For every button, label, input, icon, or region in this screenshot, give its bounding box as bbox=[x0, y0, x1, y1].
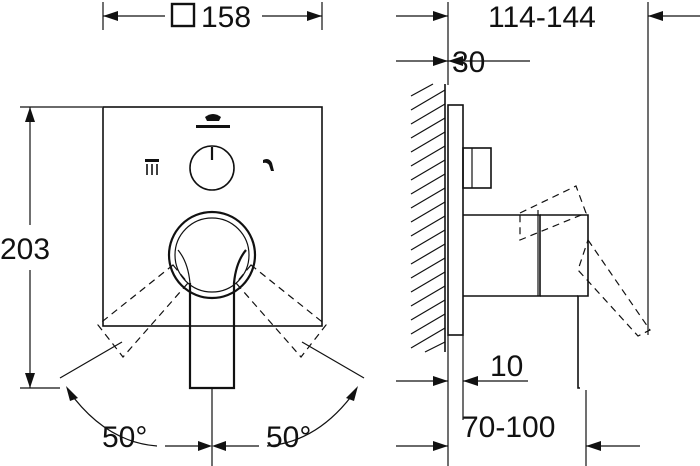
front-view: 158 203 bbox=[0, 1, 365, 466]
lever-body-profile bbox=[463, 214, 541, 297]
diverter-profile bbox=[462, 147, 492, 189]
cover-plate bbox=[102, 106, 323, 327]
install-range-dimension: 70-100 bbox=[396, 335, 640, 466]
wall-offset-label: 30 bbox=[452, 46, 485, 79]
angle-left-label: 50° bbox=[102, 421, 147, 454]
grohe-logo-icon bbox=[196, 114, 230, 128]
depth-dimension: 114-144 bbox=[396, 1, 700, 335]
wall-offset-dimension: 30 bbox=[396, 46, 530, 79]
plate-profile bbox=[447, 104, 464, 336]
plate-width-dimension: 158 bbox=[102, 1, 323, 34]
plate-width-label: 158 bbox=[201, 1, 251, 34]
lever-rotated-left bbox=[97, 264, 189, 358]
depth-range-label: 114-144 bbox=[488, 1, 596, 34]
thickness-label: 10 bbox=[490, 350, 523, 383]
thickness-dimension: 10 bbox=[396, 335, 528, 420]
diverter-knob bbox=[189, 145, 235, 191]
spout-icon bbox=[263, 159, 274, 171]
angle-dimensions: 50° 50° bbox=[59, 341, 365, 466]
side-view: 114-144 30 bbox=[396, 1, 700, 466]
lever-rotated-side bbox=[519, 185, 651, 337]
wall-section bbox=[410, 83, 446, 353]
shower-icon bbox=[145, 159, 159, 175]
square-icon bbox=[170, 2, 196, 28]
lever-handle bbox=[188, 249, 247, 390]
lever-rotated-right bbox=[235, 264, 327, 358]
plate-height-dimension: 203 bbox=[0, 106, 102, 389]
lever-ring bbox=[167, 210, 257, 300]
angle-right-label: 50° bbox=[266, 421, 311, 454]
install-range-label: 70-100 bbox=[462, 411, 555, 444]
plate-height-label: 203 bbox=[0, 233, 50, 266]
